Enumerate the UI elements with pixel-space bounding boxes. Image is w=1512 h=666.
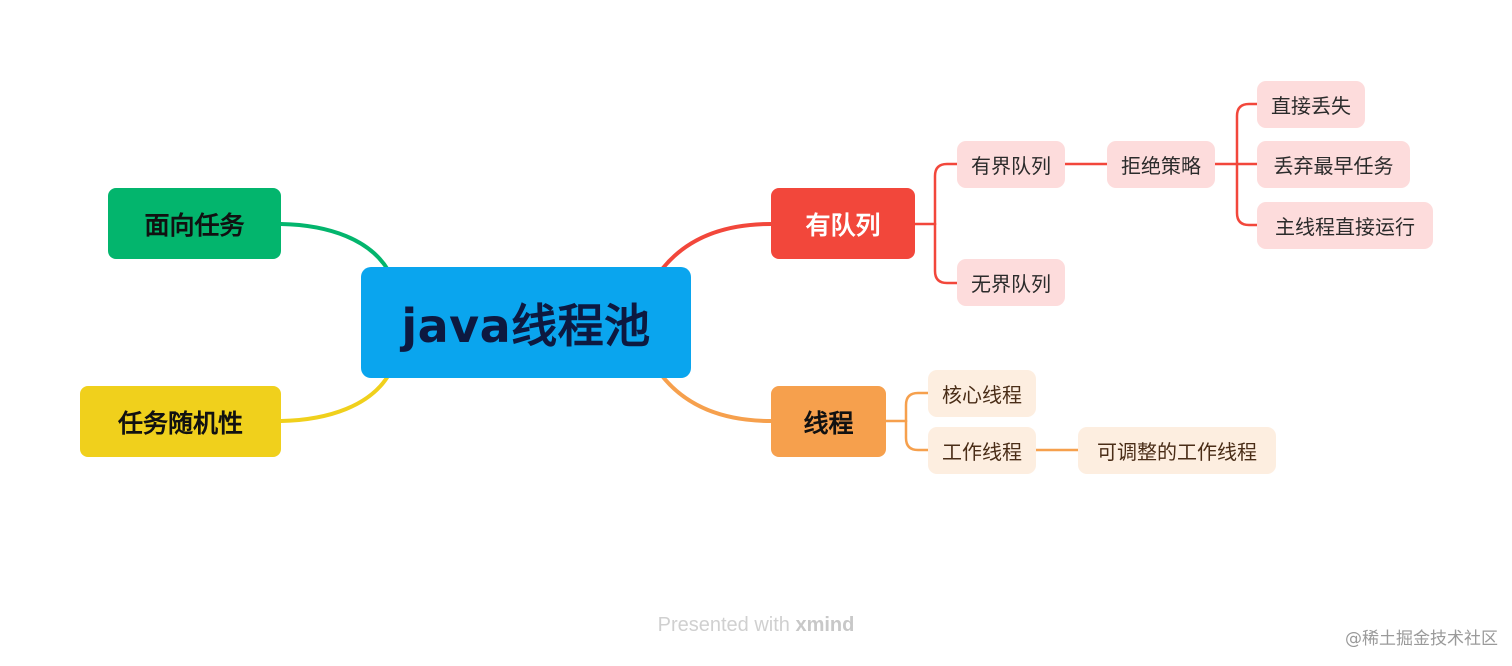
link-root-task-oriented: [279, 222, 390, 272]
link-reject-option-3: [1235, 162, 1259, 227]
xmind-brand: xmind: [795, 614, 855, 636]
topic-task-oriented[interactable]: 面向任务: [108, 188, 281, 259]
reject-option-discard-directly[interactable]: 直接丢失: [1257, 81, 1365, 128]
subtopic-reject-policy[interactable]: 拒绝策略: [1107, 141, 1215, 188]
source-credit: @稀土掘金技术社区: [1345, 629, 1498, 649]
link-queue-unbounded: [933, 222, 959, 285]
reject-option-discard-oldest[interactable]: 丢弃最早任务: [1257, 141, 1410, 188]
link-root-task-random: [279, 374, 390, 423]
subtopic-core-thread[interactable]: 核心线程: [928, 370, 1036, 417]
subtopic-bounded-queue[interactable]: 有界队列: [957, 141, 1065, 188]
link-root-thread: [661, 375, 773, 423]
reject-option-caller-runs[interactable]: 主线程直接运行: [1257, 202, 1433, 249]
xmind-watermark: Presented with xmind: [0, 614, 1512, 637]
link-thread-worker: [904, 419, 930, 452]
link-reject-option-1: [1235, 102, 1259, 166]
link-root-queue: [661, 222, 773, 270]
topic-task-random[interactable]: 任务随机性: [80, 386, 281, 457]
link-queue-bounded: [933, 162, 959, 226]
subtopic-worker-thread[interactable]: 工作线程: [928, 427, 1036, 474]
presented-with-text: Presented with: [657, 614, 796, 636]
subtopic-unbounded-queue[interactable]: 无界队列: [957, 259, 1065, 306]
subtopic-adjustable-worker-thread[interactable]: 可调整的工作线程: [1078, 427, 1276, 474]
root-topic[interactable]: java线程池: [361, 267, 691, 378]
topic-thread[interactable]: 线程: [771, 386, 886, 457]
topic-queue[interactable]: 有队列: [771, 188, 915, 259]
link-thread-core: [904, 391, 930, 423]
